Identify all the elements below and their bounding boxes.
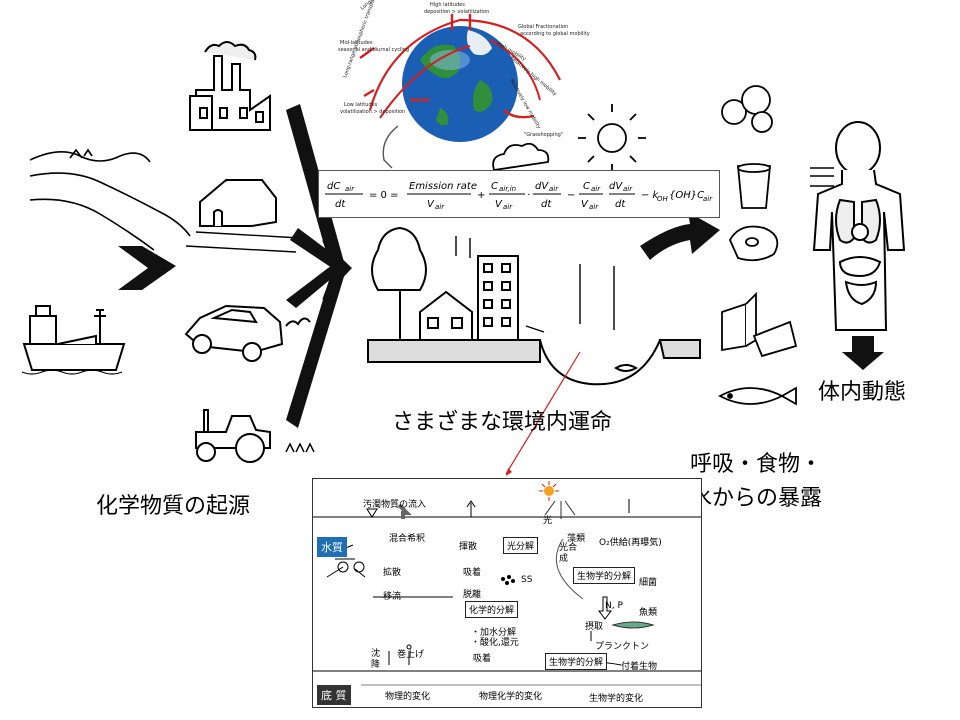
svg-text:·: · xyxy=(527,190,530,201)
svg-text:−: − xyxy=(567,190,575,201)
water-process-inset: 底 質 水質 汚濁物質の流入 混合希釈 拡散 移流 揮散 光分解 光 藻類 光合… xyxy=(312,478,702,708)
svg-text:air,in: air,in xyxy=(499,185,516,193)
fate-label: さまざまな環境内運命 xyxy=(392,410,613,435)
environment-scene xyxy=(367,226,701,386)
bio-decomp-box-2: 生物学的分解 xyxy=(545,653,608,670)
svg-text:{OH}C: {OH}C xyxy=(669,190,704,201)
svg-text:seasonal and diurnal cycling: seasonal and diurnal cycling xyxy=(338,47,409,53)
photosynthesis-label: 光合成 xyxy=(559,543,578,564)
house-icon xyxy=(185,178,301,253)
svg-text:according to global mobility: according to global mobility xyxy=(520,31,590,37)
chem-decomp-box: 化学的分解 xyxy=(465,601,519,618)
converging-arrows xyxy=(286,104,352,428)
sediment-tag: 底 質 xyxy=(317,685,351,705)
volatilize-label: 揮散 xyxy=(459,542,478,552)
milk-glass-icon xyxy=(737,163,771,209)
svg-text:= 0 =: = 0 = xyxy=(369,190,398,201)
meat-icon xyxy=(728,225,779,262)
phys-change-label: 物理的変化 xyxy=(385,692,431,702)
svg-text:− k: − k xyxy=(641,190,660,201)
dairy-icon xyxy=(721,291,798,358)
svg-text:deposition > volatilization: deposition > volatilization xyxy=(424,9,489,15)
svg-text:dV: dV xyxy=(609,181,623,192)
svg-text:V: V xyxy=(581,199,589,210)
svg-text:dt: dt xyxy=(615,199,626,210)
svg-text:air: air xyxy=(703,195,713,203)
svg-text:High latitudes: High latitudes xyxy=(430,2,465,8)
car-icon xyxy=(184,304,311,362)
tractor-icon xyxy=(195,409,315,463)
diffusion-label: 拡散 xyxy=(383,568,402,578)
ship-icon xyxy=(21,305,126,375)
bacteria-label: 細菌 xyxy=(639,578,658,588)
attached-label: 付着生物 xyxy=(621,662,658,672)
svg-text:dV: dV xyxy=(535,181,549,192)
mass-balance-equation: dC air dt = 0 = Emission rate V air + C … xyxy=(318,170,720,218)
adsorb2-label: 吸着 xyxy=(473,654,492,664)
origin-label: 化学物質の起源 xyxy=(96,494,251,519)
eq-lhs-num: dC xyxy=(327,181,340,192)
svg-text:Global Fractionation: Global Fractionation xyxy=(518,24,568,30)
svg-text:dt: dt xyxy=(541,199,552,210)
svg-text:volatilization > deposition: volatilization > deposition xyxy=(340,109,405,115)
svg-text:V: V xyxy=(495,199,503,210)
connector-line xyxy=(505,351,581,475)
mixing-label: 混合希釈 xyxy=(389,534,426,544)
svg-text:air: air xyxy=(503,203,513,211)
inset-lines xyxy=(313,481,701,686)
svg-text:C: C xyxy=(491,181,498,192)
ss-label: SS xyxy=(521,575,533,585)
hydrolysis-label: ・加水分解 xyxy=(471,628,517,638)
svg-text:V: V xyxy=(427,199,435,210)
svg-text:Low latitudes: Low latitudes xyxy=(344,102,378,108)
svg-text:air: air xyxy=(435,203,445,211)
body-dynamics-label: 体内動態 xyxy=(818,380,907,405)
plankton-label: プランクトン xyxy=(595,642,650,652)
factory-icon xyxy=(189,41,271,131)
adsorb-label: 吸着 xyxy=(463,568,482,578)
np-label: N, P xyxy=(605,601,623,611)
uptake-label: 摂取 xyxy=(585,622,604,632)
desorb-label: 脱離 xyxy=(463,590,482,600)
fish-icon xyxy=(718,386,797,406)
settle-label: 沈降 xyxy=(371,649,381,670)
landscape-icon xyxy=(29,148,191,251)
globe-illustration xyxy=(359,14,561,169)
physchem-change-label: 物理化学的変化 xyxy=(479,692,543,702)
svg-text:dt: dt xyxy=(335,199,346,210)
oxred-label: ・酸化,還元 xyxy=(471,638,519,648)
svg-text:C: C xyxy=(583,181,590,192)
exposure-label-1: 呼吸・食物・ xyxy=(690,452,823,477)
source-arrow-1 xyxy=(118,246,176,290)
svg-text:Emission rate: Emission rate xyxy=(409,181,477,192)
transport-label: 移流 xyxy=(383,592,402,602)
exposure-label-2: 水からの暴露 xyxy=(690,486,823,511)
svg-text:+: + xyxy=(477,190,485,201)
water-tag: 水質 xyxy=(317,537,347,557)
light-label: 光 xyxy=(543,516,553,526)
photolysis-box: 光分解 xyxy=(503,537,539,554)
inflow-label: 汚濁物質の流入 xyxy=(363,500,427,510)
svg-text:OH: OH xyxy=(657,195,669,203)
svg-text:air: air xyxy=(623,185,633,193)
svg-text:"Grasshopping": "Grasshopping" xyxy=(524,132,563,138)
svg-text:air: air xyxy=(591,185,601,193)
svg-text:air: air xyxy=(345,185,355,193)
resuspend-label: 巻上げ xyxy=(397,650,425,660)
svg-text:air: air xyxy=(549,185,559,193)
exposure-arrow xyxy=(640,212,720,260)
vegetables-icon xyxy=(721,85,773,133)
human-body-icon xyxy=(810,121,906,331)
svg-text:Mid-latitudes: Mid-latitudes xyxy=(340,40,373,46)
fish-label: 魚類 xyxy=(639,608,658,618)
bio-decomp-box-1: 生物学的分解 xyxy=(573,567,636,584)
body-down-arrow xyxy=(842,336,884,370)
sun-icon xyxy=(578,104,646,172)
bio-change-label: 生物学的変化 xyxy=(589,694,644,704)
svg-text:air: air xyxy=(589,203,599,211)
algae-label: 藻類 xyxy=(567,534,586,544)
o2-supply-label: O₂供給(再曝気) xyxy=(599,538,662,548)
cloud-icon xyxy=(492,142,550,172)
